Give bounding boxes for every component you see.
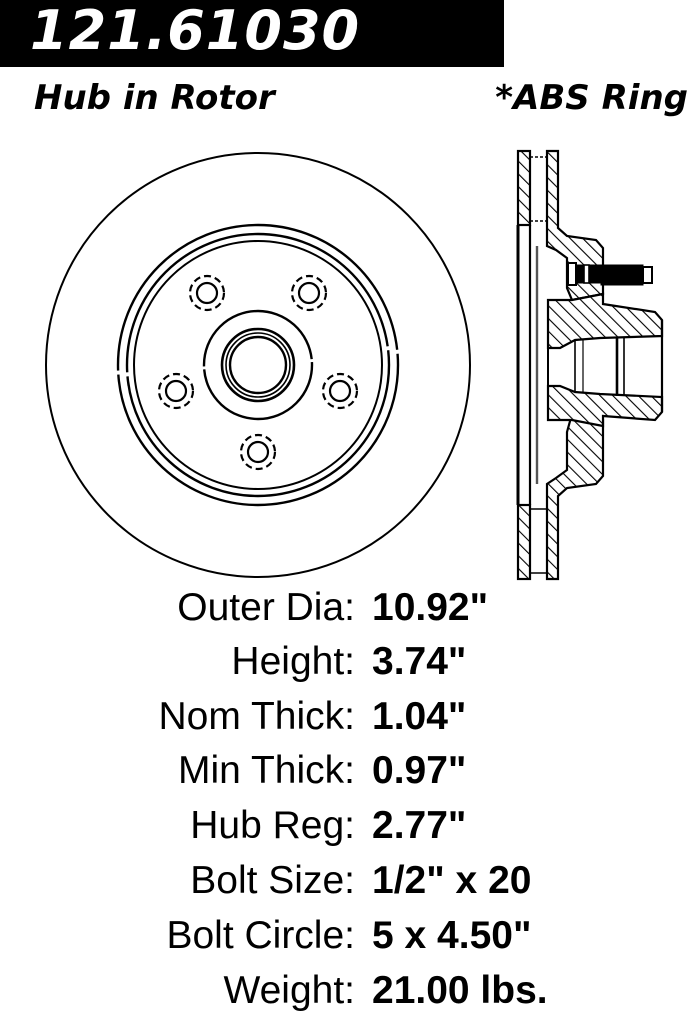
spec-label: Nom Thick: <box>158 695 356 738</box>
bore-ring-3 <box>228 335 288 395</box>
hub-circle <box>202 309 314 421</box>
hub-section-lower <box>546 384 664 428</box>
hat-ring-outer <box>116 223 400 507</box>
spec-label: Bolt Circle: <box>166 914 355 957</box>
spec-hub-register: Hub Reg: 2.77" <box>0 800 691 852</box>
spec-outer-diameter: Outer Dia: 10.92" <box>0 582 691 634</box>
spec-value: 1.04" <box>372 695 467 738</box>
spec-minimum-thickness: Min Thick: 0.97" <box>0 745 691 797</box>
rotor-front-view <box>45 152 471 578</box>
wheel-stud <box>567 262 653 286</box>
spec-value: 5 x 4.50" <box>372 914 532 957</box>
hub-in-rotor-note: Hub in Rotor <box>34 78 275 118</box>
spec-bolt-size: Bolt Size: 1/2" x 20 <box>0 855 691 907</box>
spec-label: Min Thick: <box>178 749 355 792</box>
spec-label: Bolt Size: <box>190 859 355 902</box>
spec-value: 0.97" <box>372 749 467 792</box>
hat-ring-inner <box>133 240 383 490</box>
bore-ring-2 <box>225 332 291 398</box>
spec-value: 21.00 lbs. <box>372 969 548 1012</box>
spec-label: Weight: <box>223 969 355 1012</box>
spec-weight: Weight: 21.00 lbs. <box>0 965 691 1017</box>
spec-value: 3.74" <box>372 640 467 683</box>
friction-plate-left-bottom <box>516 503 532 581</box>
spec-label: Outer Dia: <box>177 586 355 629</box>
rotor-cross-section-view <box>516 149 664 581</box>
hat-ring-middle <box>125 232 391 498</box>
rotor-drawings <box>45 149 664 581</box>
friction-plate-left-top <box>516 149 532 227</box>
hub-section-upper <box>546 292 664 350</box>
spec-label: Hub Reg: <box>190 804 355 847</box>
spec-value: 10.92" <box>372 586 489 629</box>
hat-section-lower <box>545 412 605 581</box>
spec-value: 1/2" x 20 <box>372 859 532 902</box>
bolt-hole <box>188 274 226 312</box>
bolt-hole <box>290 274 328 312</box>
spec-value: 2.77" <box>372 804 467 847</box>
spec-height: Height: 3.74" <box>0 636 691 688</box>
part-number: 121.61030 <box>30 0 361 62</box>
bolt-hole <box>157 372 195 410</box>
bore-ring-1 <box>220 327 296 403</box>
bolt-hole <box>239 433 277 471</box>
part-number-banner: 121.61030 <box>0 0 504 67</box>
outer-edge-circle <box>45 152 471 578</box>
bolt-hole <box>321 372 359 410</box>
spec-nominal-thickness: Nom Thick: 1.04" <box>0 691 691 743</box>
spec-bolt-circle: Bolt Circle: 5 x 4.50" <box>0 910 691 962</box>
spec-label: Height: <box>231 640 355 683</box>
abs-ring-note: *ABS Ring <box>495 78 688 118</box>
